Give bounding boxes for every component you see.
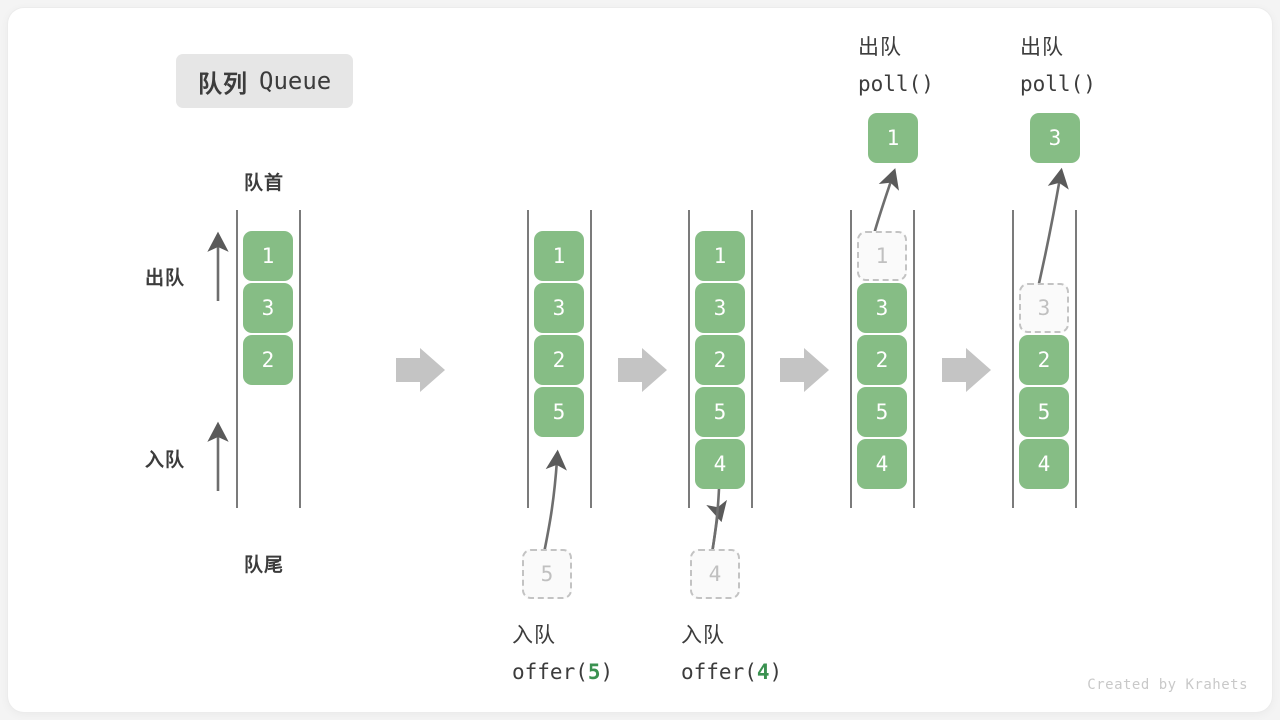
diagram-overlay — [207, 167, 1077, 554]
queue-cell-new: 5 — [534, 387, 584, 437]
rear-label: 队尾 — [244, 555, 285, 576]
title-badge: 队列 Queue — [176, 54, 354, 108]
operation-label-code: offer(5) — [512, 654, 613, 690]
queue-cell: 1 — [695, 231, 745, 281]
popped-cell: 3 — [1030, 113, 1080, 163]
queue-cell: 5 — [1019, 387, 1069, 437]
title-en: Queue — [259, 67, 332, 95]
queue-cell: 4 — [1019, 439, 1069, 489]
queue-cell-new: 4 — [695, 439, 745, 489]
operation-label-poll-3: 出队 poll() — [1020, 30, 1096, 102]
code-suffix: ) — [600, 660, 614, 684]
incoming-ghost-cell: 4 — [690, 549, 740, 599]
operation-label-offer-4: 入队 offer(4) — [681, 618, 782, 690]
title-cn: 队列 — [198, 70, 248, 98]
queue-cell: 5 — [857, 387, 907, 437]
diagram-card: 队列 Queue 队首 队尾 出队 入队 1 3 2 1 3 2 5 5 入队 … — [8, 8, 1272, 712]
queue-cell: 2 — [695, 335, 745, 385]
queue-cell: 2 — [1019, 335, 1069, 385]
queue-cell-removed: 1 — [857, 231, 907, 281]
queue-cell: 3 — [857, 283, 907, 333]
queue-cell: 2 — [857, 335, 907, 385]
popped-cell: 1 — [868, 113, 918, 163]
operation-label-code: offer(4) — [681, 654, 782, 690]
operation-label-offer-5: 入队 offer(5) — [512, 618, 613, 690]
queue-cell: 2 — [243, 335, 293, 385]
queue-cell: 1 — [243, 231, 293, 281]
operation-label-cn: 入队 — [512, 624, 556, 647]
operation-label-code: poll() — [858, 72, 934, 96]
operation-label-poll-1: 出队 poll() — [858, 30, 934, 102]
code-prefix: offer( — [512, 660, 588, 684]
dequeue-direction-label: 出队 — [145, 268, 186, 289]
incoming-ghost-cell: 5 — [522, 549, 572, 599]
front-label: 队首 — [244, 173, 285, 194]
operation-label-cn: 入队 — [681, 624, 725, 647]
queue-cell: 4 — [857, 439, 907, 489]
credit-text: Created by Krahets — [1087, 677, 1248, 693]
operation-label-cn: 出队 — [858, 36, 902, 59]
queue-cell: 2 — [534, 335, 584, 385]
queue-cell: 5 — [695, 387, 745, 437]
queue-cell: 3 — [534, 283, 584, 333]
queue-cell: 1 — [534, 231, 584, 281]
queue-cell: 3 — [695, 283, 745, 333]
queue-cell-removed: 3 — [1019, 283, 1069, 333]
enqueue-direction-label: 入队 — [145, 450, 186, 471]
operation-label-code: poll() — [1020, 72, 1096, 96]
code-prefix: offer( — [681, 660, 757, 684]
code-arg: 5 — [587, 660, 601, 684]
queue-cell: 3 — [243, 283, 293, 333]
code-arg: 4 — [756, 660, 770, 684]
code-suffix: ) — [769, 660, 783, 684]
operation-label-cn: 出队 — [1020, 36, 1064, 59]
